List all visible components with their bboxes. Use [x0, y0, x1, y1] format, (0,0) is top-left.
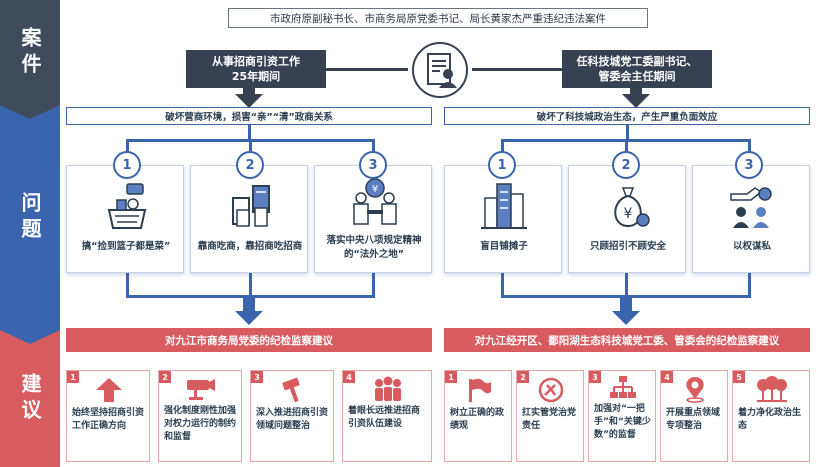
document-person-icon	[412, 42, 468, 98]
suggestion-card: 3 深入推进招商引资领域问题整治	[250, 370, 334, 462]
hierarchy-icon	[610, 376, 636, 398]
suggestion-label: 始终坚持招商引资工作正确方向	[72, 408, 145, 431]
team-icon	[375, 376, 401, 401]
connector	[748, 273, 751, 297]
suggestion-number: 2	[517, 371, 529, 383]
suggestion-number: 1	[67, 371, 79, 383]
suggestion-card: 4 着眼长远推进招商引资队伍建设	[342, 370, 432, 462]
suggestion-label: 着眼长远推进招商引资队伍建设	[348, 406, 421, 429]
suggestion-number: 4	[661, 371, 673, 383]
connector	[249, 139, 252, 153]
connector	[326, 68, 408, 71]
trees-icon	[757, 376, 787, 402]
connector	[626, 125, 629, 140]
right-subhead: 破坏了科技城政治生态，产生严重负面效应	[444, 107, 810, 125]
problem-number: 2	[612, 151, 640, 179]
down-arrow-icon	[612, 311, 640, 325]
hammer-icon	[282, 377, 300, 403]
suggestion-label: 扛实管党治党责任	[522, 408, 577, 431]
connector	[372, 273, 375, 297]
party-emblem-icon	[538, 377, 564, 403]
connector	[243, 88, 255, 96]
connector	[748, 139, 751, 153]
case-title: 市政府原副秘书长、市商务局原党委书记、局长黄家杰严重违纪违法案件	[228, 8, 648, 28]
suggestion-number: 1	[445, 371, 457, 383]
officials-banquet-icon: ¥	[353, 178, 397, 225]
connector	[126, 273, 129, 297]
problem-label: 盲目铺摊子	[480, 241, 528, 252]
connector	[625, 139, 628, 153]
problem-label: 只顾招引不顾安全	[589, 241, 666, 252]
suggestion-card: 1 树立正确的政绩观	[444, 370, 512, 462]
suggestion-number: 2	[159, 371, 171, 383]
problem-card: 搞“捡到篮子都是菜”	[66, 165, 184, 273]
problem-label: 落实中央八项规定精神的“法外之地”	[326, 235, 422, 260]
problem-card: ¥ 落实中央八项规定精神的“法外之地”	[314, 165, 432, 273]
connector	[620, 295, 632, 313]
suggestion-label: 着力净化政治生态	[738, 408, 802, 431]
flag-icon	[469, 378, 491, 402]
suggestion-label: 强化制度刚性加强对权力运行的制约和监督	[164, 406, 237, 442]
problem-number: 3	[359, 151, 387, 179]
sidebar-chevron-icon	[0, 105, 60, 119]
problem-card: 以权谋私	[692, 165, 810, 273]
connector	[249, 273, 252, 297]
suggestion-card: 2 扛实管党治党责任	[516, 370, 584, 462]
connector	[630, 88, 642, 96]
suggestion-number: 5	[733, 371, 745, 383]
problem-label: 以权谋私	[732, 241, 771, 252]
buildings-icon	[481, 183, 527, 229]
suggestion-number: 3	[589, 371, 601, 383]
connector	[248, 125, 251, 140]
svg-text:¥: ¥	[372, 184, 378, 195]
money-basket-icon	[107, 183, 147, 229]
left-subhead: 破坏营商环境，损害“亲”“清”政商关系	[66, 107, 432, 125]
problem-number: 3	[735, 151, 763, 179]
connector	[625, 273, 628, 297]
down-arrow-icon	[235, 311, 263, 325]
connector	[472, 68, 562, 71]
suggestion-label: 树立正确的政绩观	[450, 408, 505, 431]
suggestion-label: 深入推进招商引资领域问题整治	[256, 408, 329, 431]
problem-label: 靠商吃商，靠招商吃招商	[197, 241, 303, 252]
problem-number: 1	[488, 151, 516, 179]
connector	[372, 139, 375, 153]
hand-money-icon	[232, 185, 270, 227]
connector	[501, 273, 504, 297]
problem-card: 靠商吃商，靠招商吃招商	[190, 165, 308, 273]
location-pin-icon	[686, 377, 704, 403]
right-period-box: 任科技城党工委副书记、管委会主任期间	[562, 50, 712, 88]
hand-coin-person-icon	[730, 187, 772, 228]
problem-number: 1	[113, 151, 141, 179]
camera-icon	[187, 379, 215, 400]
svg-text:¥: ¥	[624, 206, 633, 222]
up-arrow-icon	[96, 378, 122, 402]
sidebar-case: 案件	[0, 0, 60, 105]
money-bag-icon: ¥	[614, 187, 650, 228]
problem-card: 盲目铺摊子	[444, 165, 562, 273]
suggestion-label: 加强对“一把手”和“关键少数”的监督	[594, 404, 651, 440]
suggestion-card: 2 强化制度刚性加强对权力运行的制约和监督	[158, 370, 242, 462]
down-arrow-icon	[622, 94, 650, 108]
left-advice-title: 对九江市商务局党委的纪检监察建议	[66, 328, 432, 352]
suggestion-card: 3 加强对“一把手”和“关键少数”的监督	[588, 370, 656, 462]
connector	[243, 295, 255, 313]
problem-card: ¥ 只顾招引不顾安全	[568, 165, 686, 273]
sidebar-advice: 建议	[0, 330, 60, 467]
suggestion-card: 5 着力净化政治生态	[732, 370, 810, 462]
problem-number: 2	[236, 151, 264, 179]
suggestion-number: 3	[251, 371, 263, 383]
suggestion-label: 开展重点领域专项整治	[666, 408, 721, 431]
connector	[126, 139, 129, 153]
suggestion-card: 4 开展重点领域专项整治	[660, 370, 728, 462]
right-advice-title: 对九江经开区、鄱阳湖生态科技城党工委、管委会的纪检监察建议	[444, 328, 810, 352]
suggestion-number: 4	[343, 371, 355, 383]
down-arrow-icon	[235, 94, 263, 108]
suggestion-card: 1 始终坚持招商引资工作正确方向	[66, 370, 150, 462]
sidebar-problem: 问题	[0, 105, 60, 330]
problem-label: 搞“捡到篮子都是菜”	[81, 241, 171, 252]
connector	[501, 139, 504, 153]
sidebar-chevron-icon	[0, 330, 60, 344]
